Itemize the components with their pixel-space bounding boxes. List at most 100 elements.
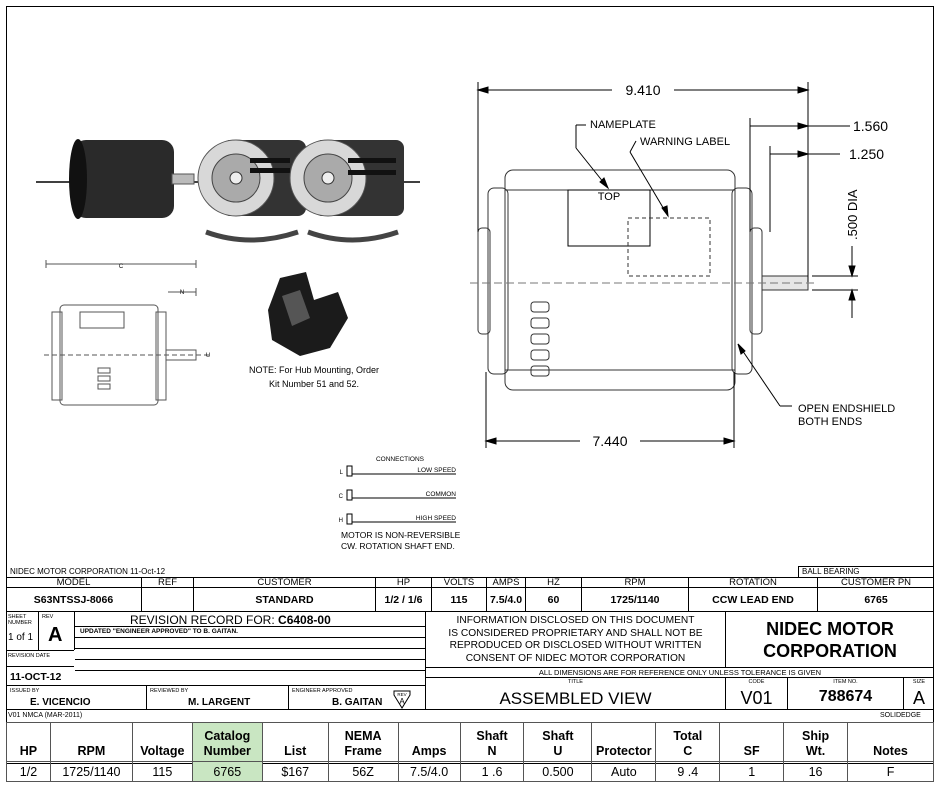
header-rpm: RPM: [582, 578, 689, 588]
code-cell: CODE V01: [726, 678, 788, 710]
header-model: MODEL: [6, 578, 142, 588]
issued-by-label: ISSUED BY: [10, 688, 40, 694]
dim-body: 7.440: [592, 433, 627, 449]
motor-photo-3: [289, 139, 404, 217]
hub-mount-note-1: NOTE: For Hub Mounting, Order: [249, 365, 379, 375]
revision-note: UPDATED "ENGINEER APPROVED" TO B. GAITAN…: [80, 628, 238, 635]
engineer-approved: B. GAITAN: [332, 697, 383, 708]
value-rotation: CCW LEAD END: [689, 588, 818, 612]
footer-right: SOLIDEDGE: [880, 712, 921, 719]
dim-shaft-dia: .500 DIA: [845, 189, 860, 240]
open-endshield-label-1: OPEN ENDSHIELD: [798, 403, 895, 415]
header-hp: HP: [376, 578, 432, 588]
proprietary-line-1: INFORMATION DISCLOSED ON THIS DOCUMENT: [456, 615, 695, 626]
cell-total-c: 9 .4: [655, 761, 721, 782]
small-outline-drawing: [44, 260, 210, 406]
value-amps: 7.5/4.0: [487, 588, 526, 612]
cell-sf: 1: [719, 761, 785, 782]
code-label: CODE: [748, 679, 765, 685]
size-label: SIZE: [912, 679, 926, 685]
code-value: V01: [740, 688, 773, 708]
proprietary-line-3: REPRODUCED OR DISCLOSED WITHOUT WRITTEN: [449, 640, 702, 651]
sheet-number-label: SHEET NUMBER: [8, 614, 32, 626]
connections-title: CONNECTIONS: [376, 456, 425, 463]
reviewed-by: M. LARGENT: [188, 697, 251, 708]
engineer-approved-label: ENGINEER APPROVED: [292, 688, 353, 694]
title-cell: TITLE ASSEMBLED VIEW: [426, 678, 726, 710]
item-cell: ITEM NO. 788674: [788, 678, 904, 710]
rev-value: A: [48, 624, 63, 646]
header-hz: HZ: [526, 578, 582, 588]
proprietary-line-2: IS CONSIDERED PROPRIETARY AND SHALL NOT …: [448, 627, 703, 639]
spec-value-row: S63NTSSJ-8066 STANDARD 1/2 / 1/6 115 7.5…: [6, 588, 934, 612]
rev-triangle-badge: REV A: [393, 690, 411, 709]
cell-voltage: 115: [131, 761, 193, 782]
cell-list: $167: [261, 761, 329, 782]
drawing-area: C N U NOTE: For Hub Mounting, Order Kit …: [36, 82, 895, 551]
column-header-list: List: [261, 722, 329, 762]
revision-date: 11-OCT-12: [10, 671, 62, 683]
column-header-amps: Amps: [397, 722, 461, 762]
cell-amps: 7.5/4.0: [397, 761, 461, 782]
company-date: NIDEC MOTOR CORPORATION 11-Oct-12: [10, 567, 166, 576]
spec-header-row: MODEL REF CUSTOMER HP VOLTS AMPS HZ RPM …: [6, 577, 934, 588]
value-volts: 115: [432, 588, 487, 612]
value-customer: STANDARD: [194, 588, 376, 612]
value-hz: 60: [526, 588, 582, 612]
revision-record-heading: REVISION RECORD FOR: C6408-00: [130, 613, 331, 627]
cell-ship-wt: 16: [783, 761, 849, 782]
column-header-hp: HP: [6, 722, 51, 762]
rev-label: REV: [42, 614, 54, 620]
cell-catalog-number: 6765: [191, 761, 263, 782]
cell-protector: Auto: [591, 761, 657, 782]
cell-shaft-n: 1 .6: [459, 761, 525, 782]
revision-section: SHEET NUMBER 1 of 1 REV A REVISION DATE …: [6, 612, 426, 686]
company-logo: NIDEC MOTOR CORPORATION: [726, 612, 934, 668]
hub-mount-bracket: [268, 272, 348, 356]
reviewed-by-label: REVIEWED BY: [150, 688, 189, 694]
connection-low-speed: LOW SPEED: [417, 467, 456, 474]
bearing-type: BALL BEARING: [798, 566, 934, 577]
dim-overall: 9.410: [625, 82, 660, 98]
rev-badge-label: REV: [397, 692, 406, 697]
column-header-sf: SF: [719, 722, 785, 762]
issued-by: E. VICENCIO: [30, 697, 91, 708]
small-dim-c: C: [119, 264, 124, 270]
small-dim-u: U: [206, 353, 210, 359]
header-customer: CUSTOMER: [194, 578, 376, 588]
sheet-number: 1 of 1: [8, 632, 34, 643]
mounting-bands: [205, 229, 399, 243]
hub-mount-note-2: Kit Number 51 and 52.: [269, 379, 359, 389]
small-dim-n: N: [180, 290, 184, 296]
connection-tag-low: L: [340, 470, 344, 476]
revision-date-label: REVISION DATE: [8, 653, 51, 659]
revision-record-number: C6408-00: [278, 613, 331, 627]
header-ref: REF: [142, 578, 194, 588]
connection-common: COMMON: [426, 491, 457, 498]
item-number: 788674: [818, 688, 873, 705]
nameplate-label: NAMEPLATE: [590, 119, 656, 131]
company-name-line-1: NIDEC MOTOR: [766, 619, 894, 639]
connection-tag-high: H: [339, 518, 343, 524]
company-name-line-2: CORPORATION: [763, 641, 897, 661]
header-amps: AMPS: [487, 578, 526, 588]
item-label: ITEM NO.: [833, 679, 858, 685]
value-ref: [142, 588, 194, 612]
top-label: TOP: [598, 191, 620, 203]
cell-hp: 1/2: [6, 761, 51, 782]
cell-notes: F: [847, 761, 934, 782]
open-endshield-label-2: BOTH ENDS: [798, 416, 862, 428]
motor-photo-2: [197, 139, 420, 217]
cell-rpm: 1725/1140: [49, 761, 133, 782]
dimensions-note: ALL DIMENSIONS ARE FOR REFERENCE ONLY UN…: [426, 668, 934, 678]
proprietary-notice: INFORMATION DISCLOSED ON THIS DOCUMENT I…: [426, 612, 726, 668]
value-rpm: 1725/1140: [582, 588, 689, 612]
